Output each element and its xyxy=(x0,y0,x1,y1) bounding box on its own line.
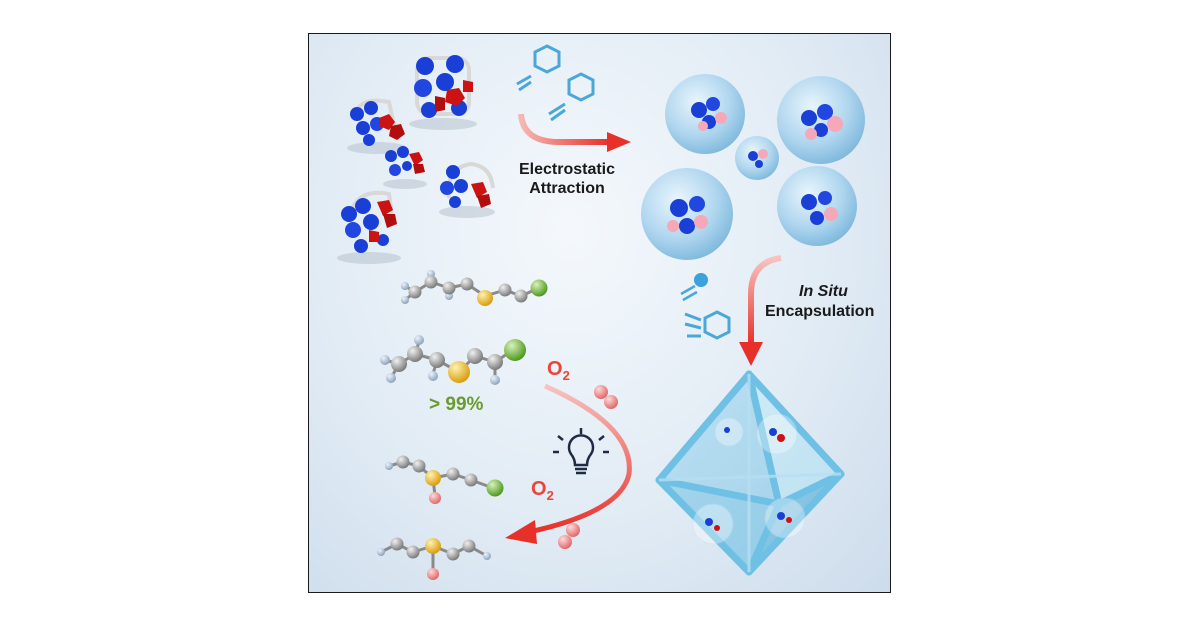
nanocapsule-icon xyxy=(735,136,779,180)
sulfide-molecule-1 xyxy=(401,270,548,306)
o2-bottom-main: O xyxy=(531,478,547,500)
octahedral-mof-icon xyxy=(655,370,845,576)
sulfide-molecule-2 xyxy=(380,335,526,385)
benzene-ring-icon xyxy=(516,44,561,92)
electrostatic-arrow xyxy=(518,113,631,152)
o2-bottom-sub: 2 xyxy=(546,488,554,503)
encapsulation-arrow xyxy=(739,255,782,366)
scene-svg xyxy=(337,44,865,580)
pyridinium-cage-icon xyxy=(409,55,477,130)
oxygen-molecule-icon xyxy=(594,385,618,409)
pyridinium-cage-icon xyxy=(383,146,427,189)
light-bulb-icon xyxy=(553,428,609,475)
pyridinium-cage-icon xyxy=(439,161,495,218)
cage-molecules xyxy=(337,55,495,264)
encapsulation-label: Encapsulation xyxy=(765,303,875,320)
toc-graphic: Electrostatic Attraction In Situ Encapsu… xyxy=(308,33,891,593)
pyridinium-cage-icon xyxy=(347,98,407,154)
nanocapsule-icon xyxy=(777,166,857,246)
nanocapsules xyxy=(641,74,865,260)
benzene-ring-icon xyxy=(548,72,595,122)
sulfoxide-molecule-1 xyxy=(385,455,504,504)
nanocapsule-icon xyxy=(777,76,865,164)
selectivity-label: > 99% xyxy=(429,394,484,415)
oxygen-molecule-icon xyxy=(558,523,580,549)
nanocapsule-icon xyxy=(641,168,733,260)
o2-label-top: O2 xyxy=(547,358,570,383)
oxidation-arrow xyxy=(505,383,632,544)
electrostatic-line1: Electrostatic xyxy=(518,161,616,178)
electrostatic-label: Electrostatic Attraction xyxy=(512,160,622,198)
o2-top-sub: 2 xyxy=(562,368,570,383)
benzene-ring-icon xyxy=(684,310,731,340)
pyridinium-cage-icon xyxy=(337,190,401,264)
electrostatic-line2: Attraction xyxy=(529,180,605,197)
o2-top-main: O xyxy=(547,358,563,380)
water-drop-icon xyxy=(680,273,708,302)
in-situ-label: In Situ xyxy=(799,283,848,300)
sulfoxide-molecule-2 xyxy=(377,537,491,580)
nanocapsule-icon xyxy=(665,74,745,154)
o2-label-bottom: O2 xyxy=(531,478,554,503)
